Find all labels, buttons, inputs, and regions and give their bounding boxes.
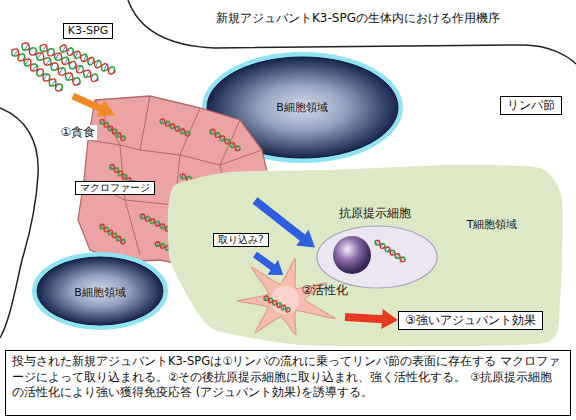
strand-backbone <box>100 119 125 140</box>
arrow-shaft <box>73 96 101 109</box>
engulfed-strand <box>140 214 170 231</box>
label-wrap: 取り込み? <box>213 233 268 248</box>
step-label: ①貪食 <box>59 125 98 140</box>
engulfed-strand <box>210 129 240 150</box>
node-label: B細胞領域 <box>74 286 126 300</box>
node-label: ②活性化 <box>302 283 349 298</box>
arrow-shaft <box>255 255 274 268</box>
strand-rungs <box>140 214 170 231</box>
b-zone-body <box>37 257 163 325</box>
text-wrap: T細胞領域 <box>467 218 518 232</box>
strand-backbone <box>60 45 115 74</box>
apc-body <box>317 226 437 288</box>
box-label: リンパ節 <box>507 98 555 113</box>
b-zone-glow <box>32 252 168 330</box>
engulfed-strand <box>264 296 290 312</box>
box-label: ③強いアジュバント効果 <box>405 313 536 328</box>
caption-text: 投与された新規アジュバントK3-SPGは①リンパの流れに乗ってリンパ節の表面に存… <box>12 354 564 401</box>
macrophage-cell-wall <box>125 200 140 255</box>
strand-backbone <box>264 296 290 312</box>
connector <box>255 255 283 276</box>
strand-rungs <box>100 120 125 141</box>
title-wrap: 新規アジュバントK3-SPGの生体内における作用機序 <box>216 11 500 26</box>
edge-label-wrap: ①貪食 <box>59 125 98 140</box>
lymph-node-outline <box>0 108 38 338</box>
arrow-head <box>97 100 115 116</box>
arrow-head <box>296 230 315 248</box>
engulfed-strand <box>100 224 125 243</box>
diagram-title: 新規アジュバントK3-SPGの生体内における作用機序 <box>216 11 500 26</box>
engulfed-strand <box>160 119 190 136</box>
apc-nucleus <box>333 236 371 274</box>
uptake-label: 取り込み? <box>213 233 268 248</box>
caption-box: 投与された新規アジュバントK3-SPGは①リンパの流れに乗ってリンパ節の表面に存… <box>5 350 571 416</box>
node-label: マクロファージ <box>75 181 155 196</box>
macrophage-cell-wall <box>120 96 150 150</box>
lymph-node-label: リンパ節 <box>500 96 562 115</box>
node-label: K3-SPG <box>63 23 113 39</box>
strand-backbone <box>100 120 125 140</box>
strand-rungs <box>160 119 190 136</box>
activated-cell-body <box>237 258 335 335</box>
engulfed-strand <box>375 240 405 261</box>
arrow-head <box>267 260 283 275</box>
strand-backbone <box>210 130 240 150</box>
strand-backbone <box>375 241 405 261</box>
strand-backbone <box>40 44 98 81</box>
connector <box>73 96 115 117</box>
text-wrap: B細胞領域 <box>276 101 328 115</box>
lymph-node-outline <box>128 0 576 64</box>
strand-rungs <box>375 240 405 261</box>
k3-spg-strand <box>40 44 98 81</box>
activated-cell: ②活性化 <box>250 275 345 345</box>
text-wrap: ②活性化 <box>302 283 349 298</box>
antigen-presenting-cell: 抗原提示細胞 <box>315 205 445 290</box>
node-label: B細胞領域 <box>276 101 328 115</box>
text-wrap: B細胞領域 <box>74 286 126 300</box>
t-zone-area <box>168 165 563 346</box>
sample-label-group: K3-SPG <box>8 20 126 96</box>
strand-backbone <box>100 224 125 243</box>
k3-spg-strands <box>12 43 115 91</box>
text-wrap: マクロファージ <box>75 181 155 196</box>
connector <box>345 309 398 329</box>
macrophage-cell-wall <box>180 120 240 165</box>
arrow-shaft <box>345 317 383 319</box>
k3-spg-strand <box>60 45 115 74</box>
strand-backbone <box>100 225 125 243</box>
text-wrap: ③強いアジュバント効果 <box>405 313 536 328</box>
engulfed-strand <box>100 119 125 140</box>
text-wrap: K3-SPG <box>63 23 113 39</box>
text-wrap: 抗原提示細胞 <box>339 206 411 221</box>
strand-rungs <box>60 45 115 73</box>
node-label: 抗原提示細胞 <box>339 206 411 221</box>
strand-rungs <box>100 224 125 243</box>
strand-backbone <box>210 129 240 150</box>
effect-box: ③強いアジュバント効果 <box>398 311 543 330</box>
node-label: T細胞領域 <box>467 218 518 232</box>
strand-rungs <box>210 129 240 150</box>
arrow-head <box>381 309 398 329</box>
strand-backbone <box>140 214 170 231</box>
strand-rungs <box>264 296 290 312</box>
macrophage-cell-wall <box>140 108 200 155</box>
strand-backbone <box>160 119 190 136</box>
text-wrap: リンパ節 <box>507 98 555 113</box>
strand-backbone <box>375 240 405 261</box>
b-cell-zone: B細胞領域 <box>35 255 165 327</box>
